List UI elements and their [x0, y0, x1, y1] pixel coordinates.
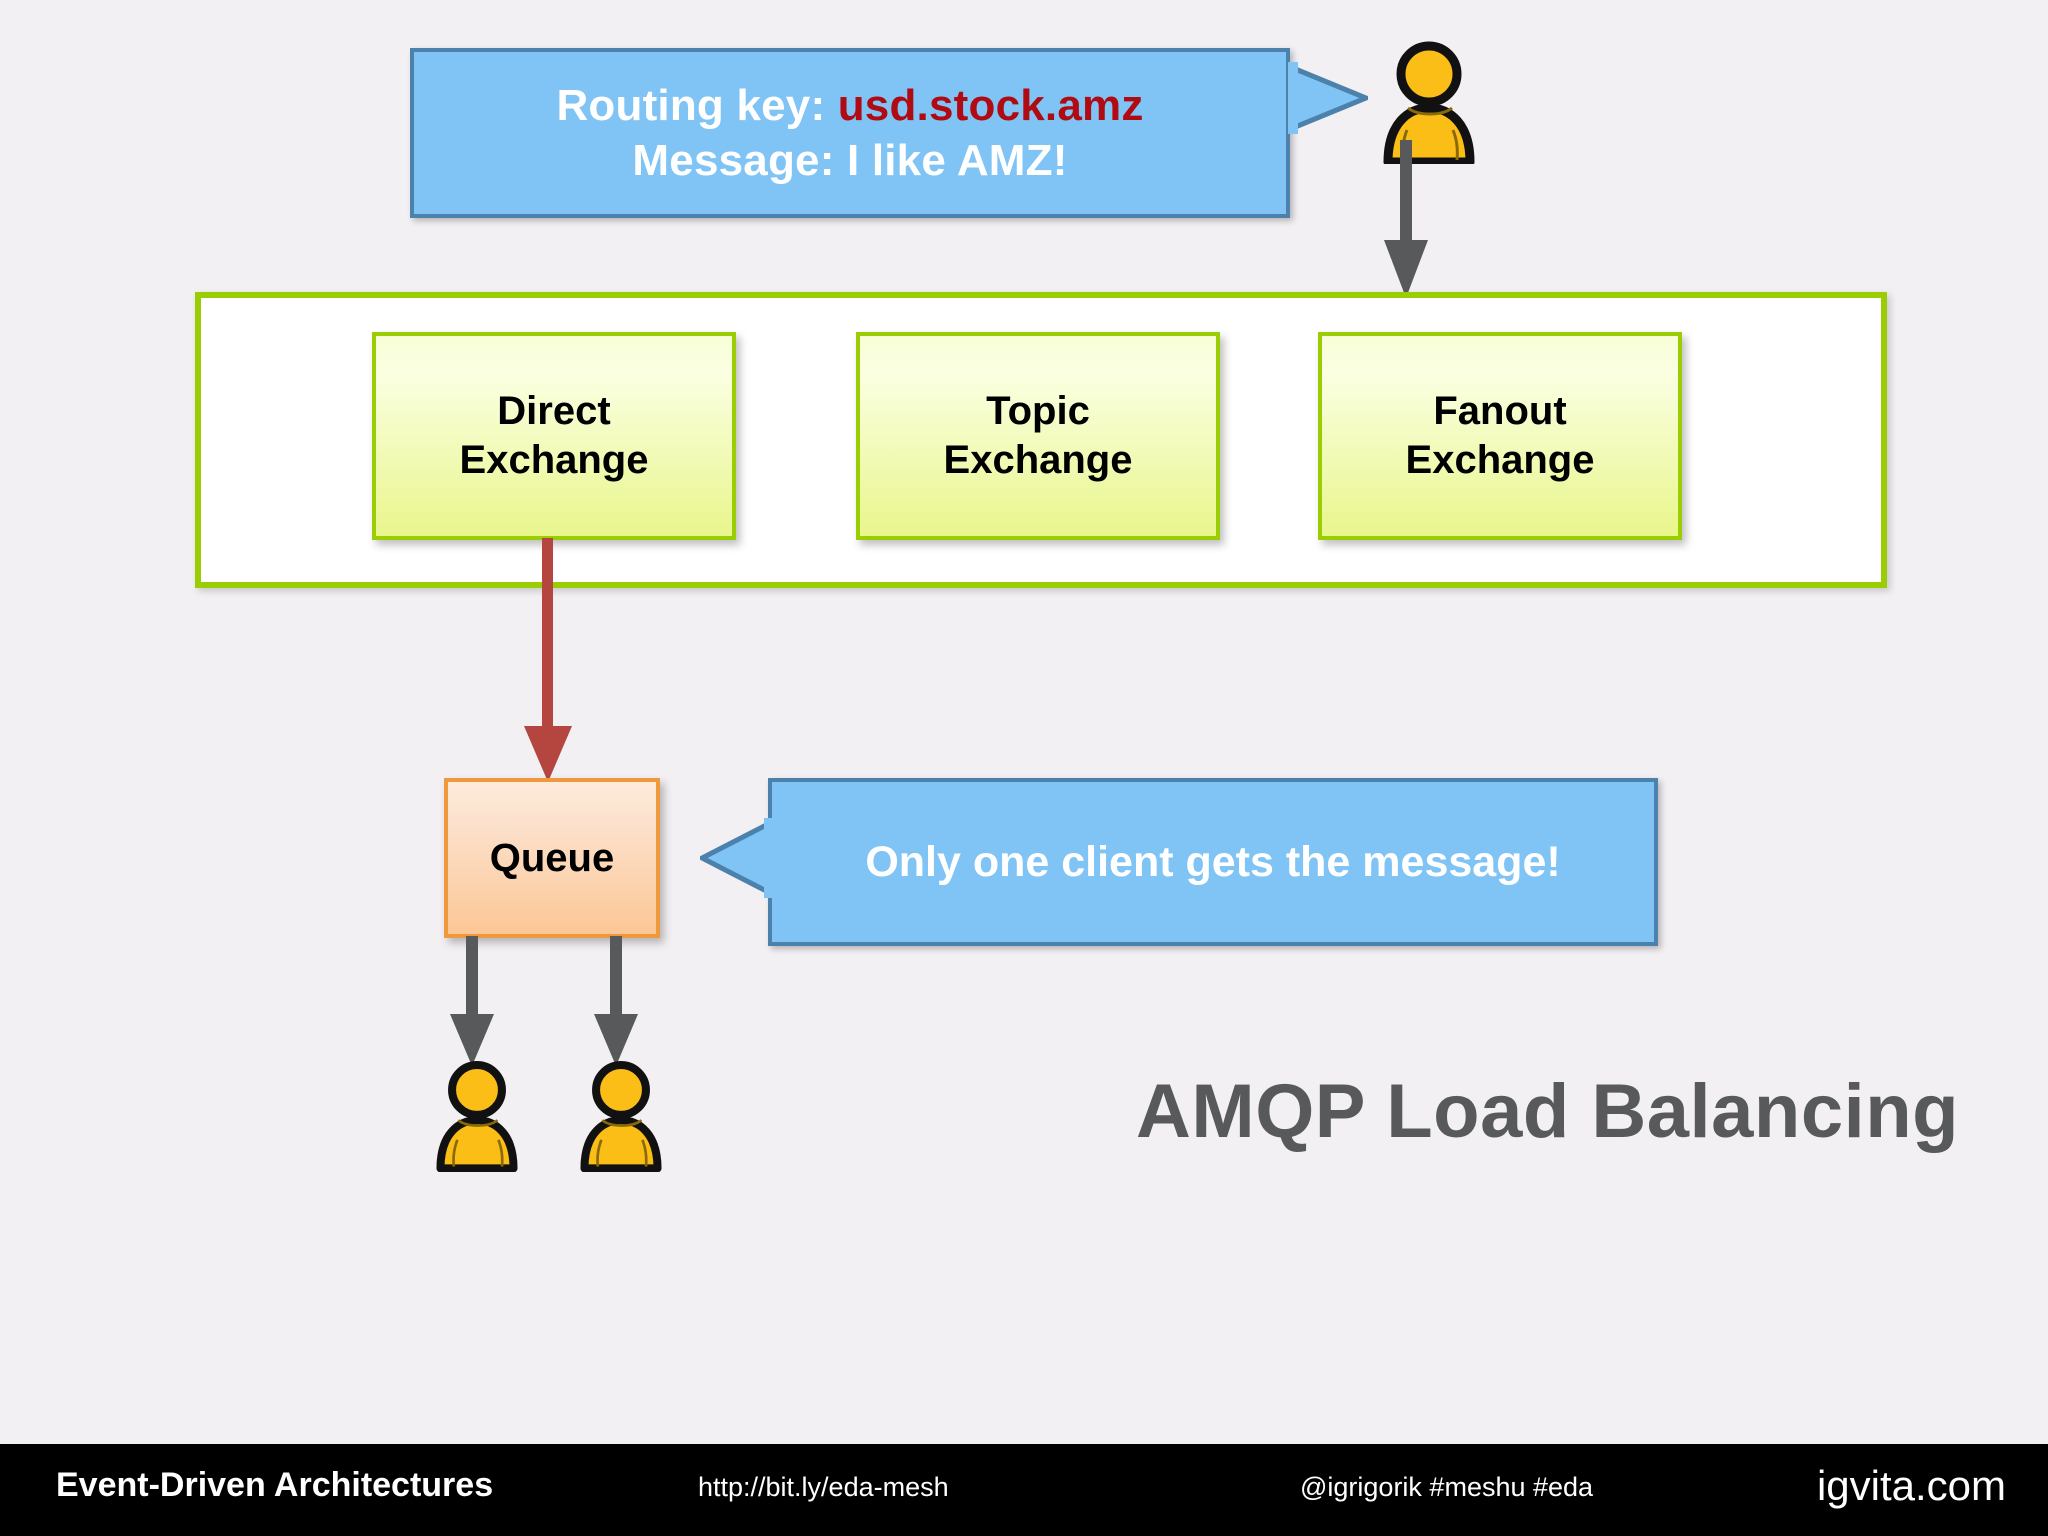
exchange-box-fanout[interactable]: Fanout Exchange: [1318, 332, 1682, 540]
page-title: AMQP Load Balancing: [1136, 1069, 1960, 1154]
callout-tail-icon: [1288, 62, 1368, 134]
exchange-direct-line1: Direct: [497, 389, 611, 434]
exchange-box-topic[interactable]: Topic Exchange: [856, 332, 1220, 540]
queue-note-text: Only one client gets the message!: [865, 837, 1561, 886]
footer-social-handle: @igrigorik #meshu #eda: [1300, 1472, 1594, 1502]
message-body-line: Message: I like AMZ!: [632, 136, 1068, 185]
arrow-producer-to-broker: [1384, 140, 1428, 298]
consumer-person-icon: [436, 1060, 518, 1172]
routing-key-value: usd.stock.amz: [837, 81, 1144, 130]
arrow-queue-to-consumer-1: [450, 936, 494, 1066]
footer-brand-logo[interactable]: igvita.com: [1816, 1462, 2006, 1509]
footer-url[interactable]: http://bit.ly/eda-mesh: [698, 1472, 949, 1502]
queue-label: Queue: [489, 835, 615, 880]
footer-bar: Event-Driven Architectures http://bit.ly…: [0, 1444, 2048, 1536]
callout-tail-icon: [700, 818, 774, 898]
routing-key-line: Routing key: usd.stock.amz: [556, 78, 1143, 133]
exchange-topic-line1: Topic: [986, 389, 1090, 434]
exchange-fanout-line1: Fanout: [1433, 389, 1567, 434]
consumer-person-icon: [580, 1060, 662, 1172]
producer-person-icon: [1383, 41, 1475, 164]
queue-note-callout: Only one client gets the message!: [768, 778, 1658, 946]
footer-deck-title: Event-Driven Architectures: [56, 1466, 494, 1504]
routing-key-label: Routing key:: [556, 81, 838, 130]
exchange-topic-line2: Exchange: [943, 438, 1133, 482]
message-queue[interactable]: Queue: [444, 778, 660, 938]
producer-message-callout: Routing key: usd.stock.amz Message: I li…: [410, 48, 1290, 218]
arrow-queue-to-consumer-2: [594, 936, 638, 1066]
exchange-box-direct[interactable]: Direct Exchange: [372, 332, 736, 540]
exchange-direct-line2: Exchange: [459, 438, 649, 482]
exchange-fanout-line2: Exchange: [1405, 438, 1595, 482]
